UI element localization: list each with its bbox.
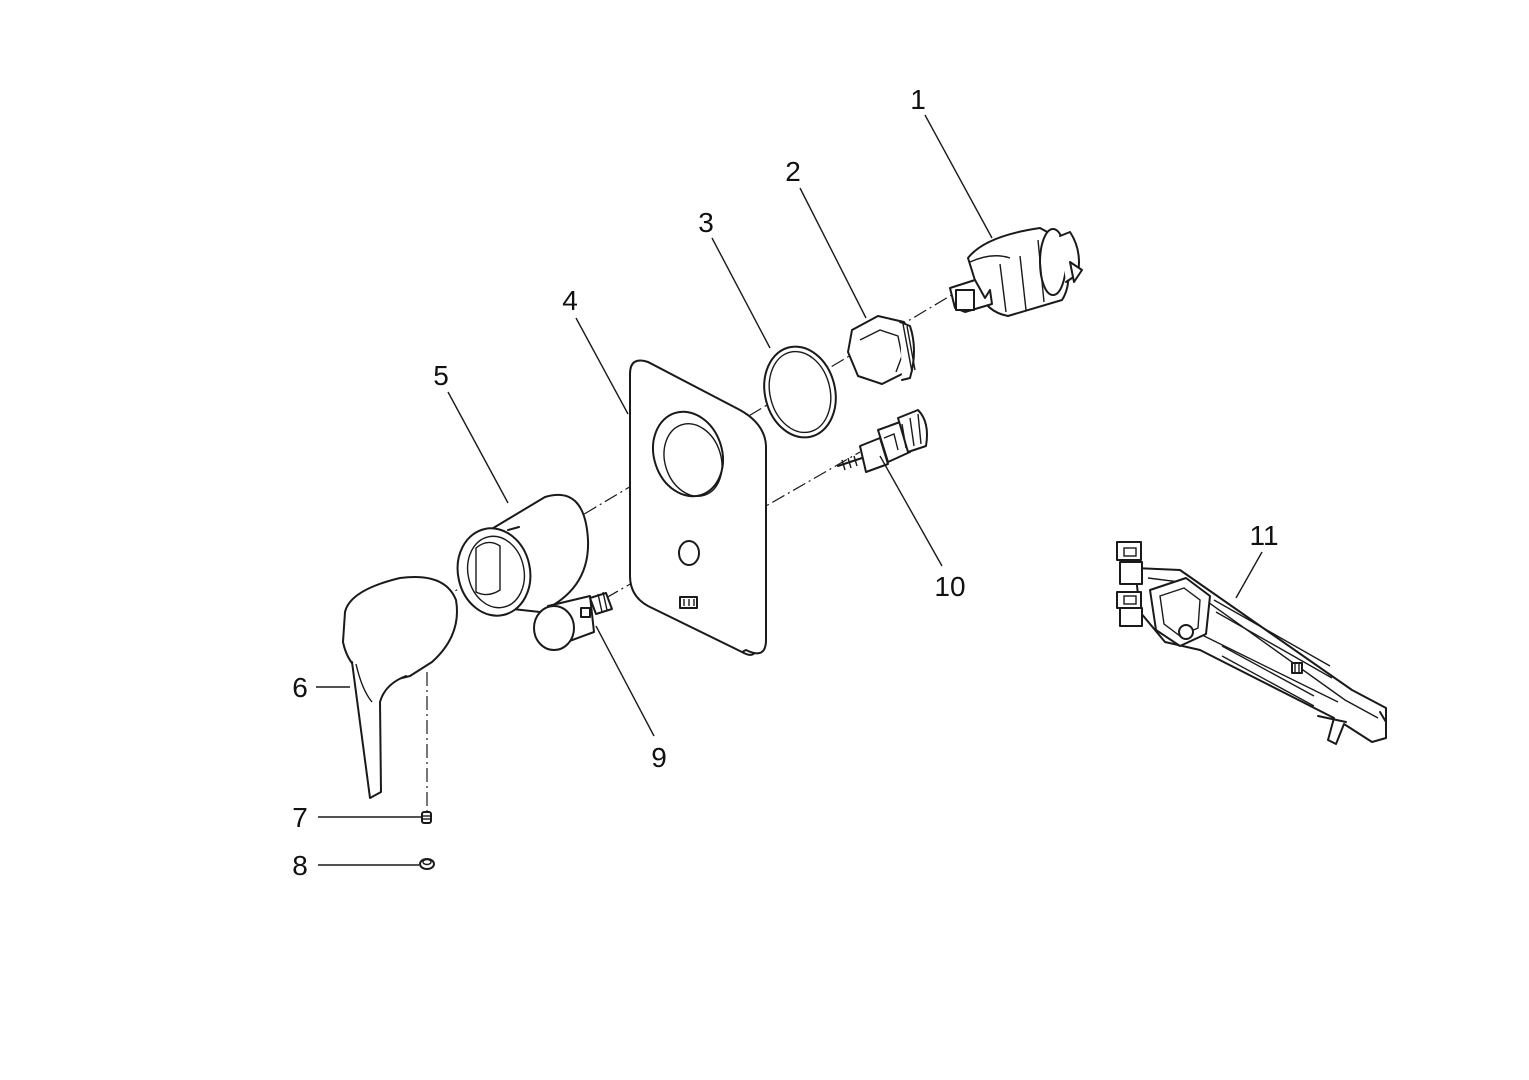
callout-4: 4 xyxy=(562,285,578,316)
part-3-o-ring xyxy=(763,345,837,439)
leader-4 xyxy=(575,317,629,415)
leader-1 xyxy=(924,114,993,239)
callout-labels: 1 2 3 4 5 6 7 8 9 10 11 xyxy=(292,84,1278,881)
callout-9: 9 xyxy=(651,742,667,773)
part-1-cartridge xyxy=(949,227,1083,317)
callout-6: 6 xyxy=(292,672,308,703)
part-6-lever-handle xyxy=(342,576,458,799)
leader-10 xyxy=(879,455,943,567)
callout-10: 10 xyxy=(934,571,965,602)
part-2-hex-nut xyxy=(847,315,916,385)
callout-11: 11 xyxy=(1249,520,1278,551)
leader-9 xyxy=(595,625,655,737)
leader-lines xyxy=(316,114,1263,866)
part-4-cover-plate xyxy=(629,359,767,656)
callout-3: 3 xyxy=(698,207,714,238)
callout-7: 7 xyxy=(292,802,308,833)
part-7-grub-screw xyxy=(421,811,432,824)
callout-5: 5 xyxy=(433,360,449,391)
part-10-diverter-cartridge xyxy=(837,409,928,473)
leader-5 xyxy=(447,391,509,504)
leader-11 xyxy=(1235,551,1263,599)
part-11-mounting-tool xyxy=(1116,541,1387,745)
part-5-sleeve xyxy=(456,493,590,617)
leader-2 xyxy=(799,187,867,319)
part-8-cap xyxy=(419,858,435,870)
leader-3 xyxy=(711,237,771,349)
callout-1: 1 xyxy=(910,84,926,115)
part-9-diverter-knob xyxy=(533,591,613,651)
callout-2: 2 xyxy=(785,156,801,187)
callout-8: 8 xyxy=(292,850,308,881)
